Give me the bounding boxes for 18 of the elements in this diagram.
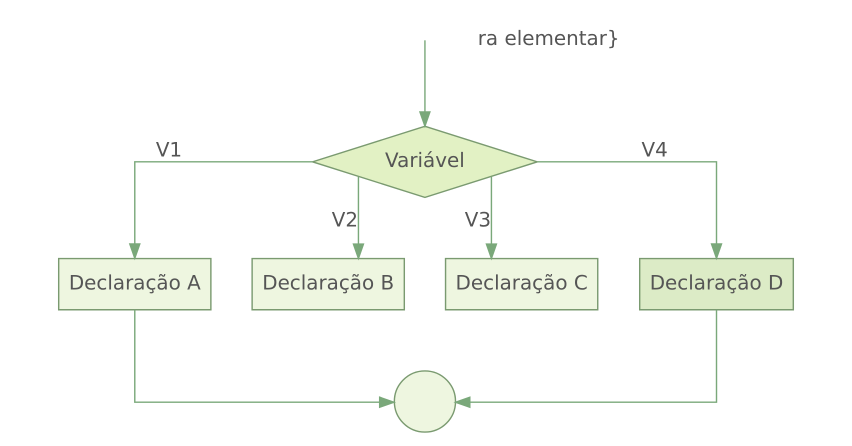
node-box: Declaração A bbox=[58, 258, 212, 310]
node-circle bbox=[394, 370, 456, 433]
arrow bbox=[352, 176, 364, 260]
label: ra elementar} bbox=[478, 26, 620, 50]
arrow bbox=[418, 40, 431, 128]
edge-label: V2 bbox=[332, 208, 358, 232]
edge-label: V3 bbox=[464, 208, 492, 232]
arrow bbox=[453, 310, 718, 408]
arrow bbox=[134, 310, 396, 408]
arrow bbox=[538, 161, 722, 260]
node-diamond: Variável bbox=[310, 126, 540, 198]
edge-label: V4 bbox=[642, 138, 668, 162]
node-box: Declaração B bbox=[251, 258, 406, 310]
arrow bbox=[485, 176, 498, 260]
edge-label: V1 bbox=[156, 138, 182, 162]
node-box: Declaração C bbox=[444, 258, 598, 310]
arrow bbox=[128, 161, 312, 260]
node-box: Declaração D bbox=[639, 258, 794, 310]
